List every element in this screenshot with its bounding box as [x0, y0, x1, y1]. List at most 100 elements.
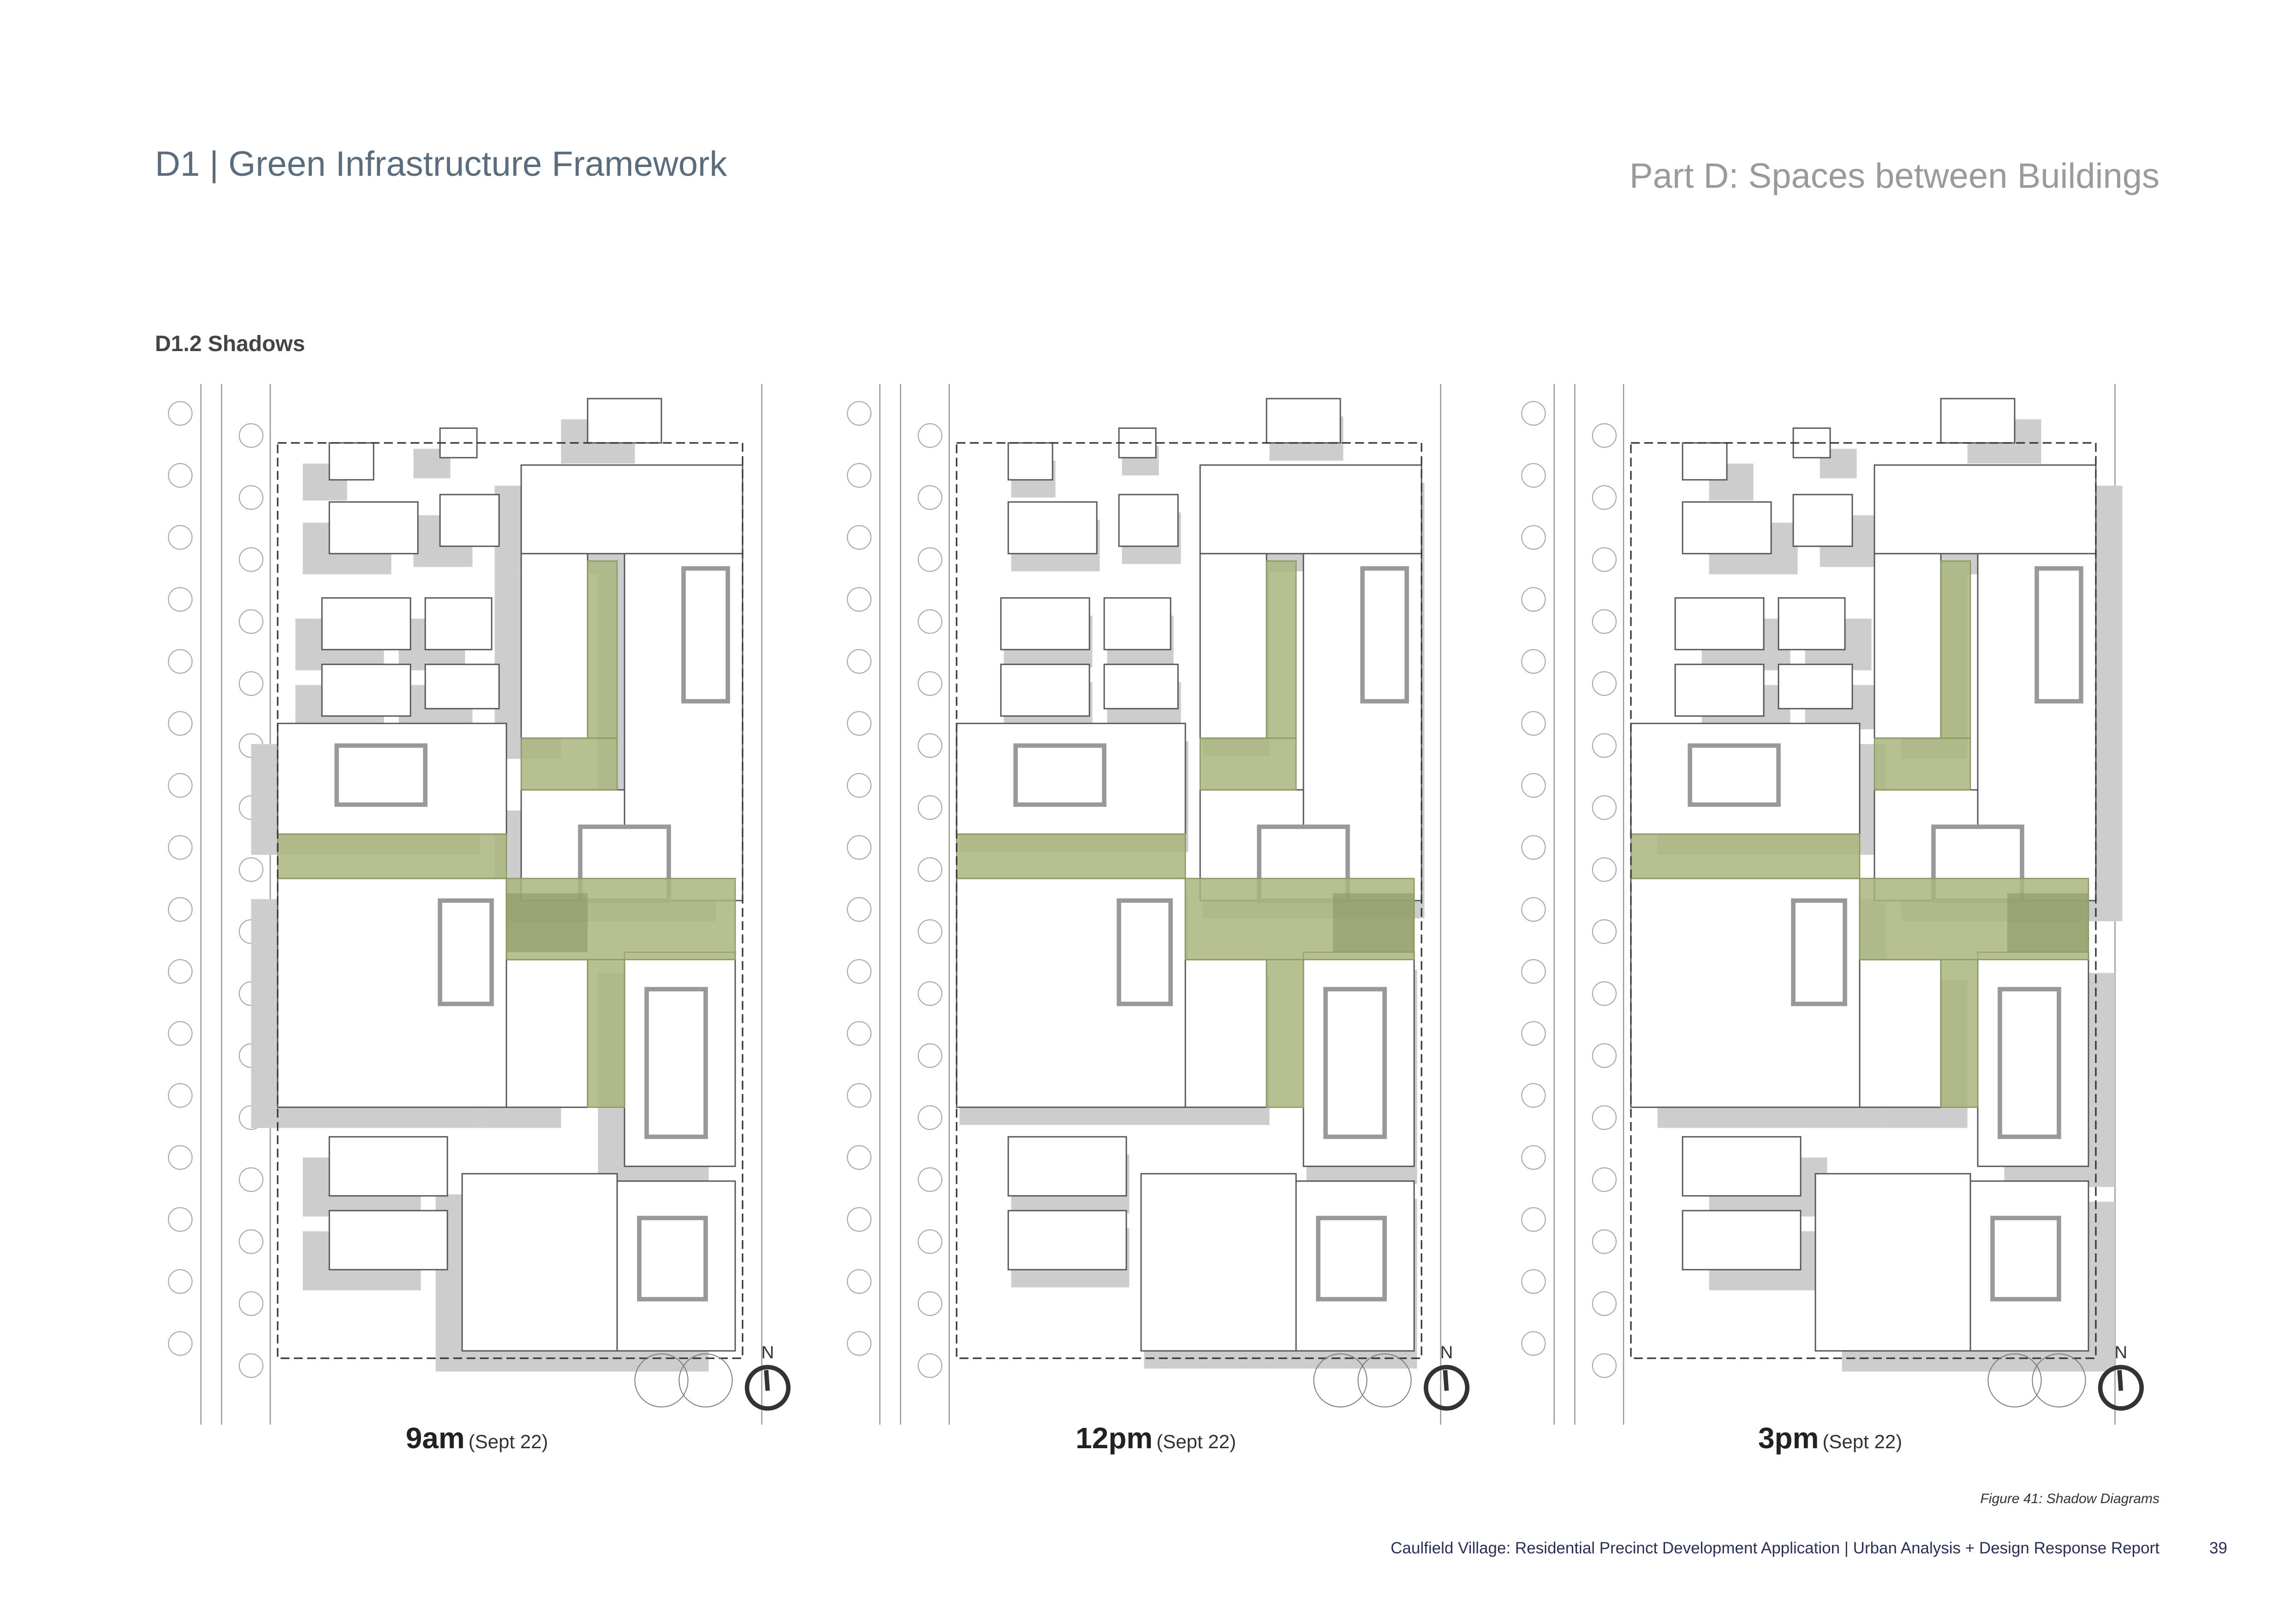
time-label: 9am — [405, 1421, 465, 1455]
building — [328, 1136, 448, 1197]
building-upper-level — [1688, 743, 1781, 807]
street-tree — [168, 649, 193, 674]
street-tree — [847, 959, 872, 984]
subsection-title: D1.2 Shadows — [155, 332, 305, 356]
shadow-plan-9am: N — [160, 384, 794, 1425]
building — [1007, 442, 1053, 481]
building-upper-level — [681, 566, 730, 704]
street-tree — [1592, 919, 1617, 944]
north-label: N — [2115, 1343, 2128, 1362]
section-title: D1 | Green Infrastructure Framework — [155, 144, 727, 184]
north-arrow-needle — [1443, 1370, 1449, 1391]
building — [1007, 1136, 1127, 1197]
street-tree — [917, 609, 943, 634]
green-open-space — [277, 833, 507, 879]
date-label: (Sept 22) — [468, 1431, 548, 1452]
street-tree — [847, 649, 872, 674]
date-label: (Sept 22) — [1156, 1431, 1236, 1452]
site-plan: N — [847, 384, 1469, 1425]
north-arrow-needle — [764, 1370, 770, 1391]
building — [520, 464, 744, 555]
street-tree — [1521, 401, 1546, 426]
street-tree — [1592, 1167, 1617, 1192]
street-tree — [1592, 485, 1617, 510]
street-tree — [168, 587, 193, 612]
street-tree — [917, 671, 943, 696]
building — [1000, 597, 1090, 651]
street-tree — [1521, 835, 1546, 860]
street-tree — [238, 609, 264, 634]
building — [1184, 959, 1267, 1108]
street-tree — [678, 1353, 733, 1408]
street-tree — [168, 711, 193, 736]
street-tree — [238, 1353, 264, 1378]
street-tree — [168, 1021, 193, 1046]
green-open-space — [587, 959, 625, 1108]
street-tree — [238, 547, 264, 572]
street-tree — [1521, 1083, 1546, 1108]
street-tree — [168, 463, 193, 488]
building-upper-level — [1791, 898, 1847, 1006]
shadow-plan-12pm: N — [839, 384, 1473, 1425]
street-tree — [168, 1145, 193, 1170]
street-tree — [847, 711, 872, 736]
building-upper-level — [1117, 898, 1173, 1006]
green-open-space — [1266, 560, 1297, 739]
street-tree — [238, 1291, 264, 1316]
site-boundary — [956, 442, 1422, 1359]
green-open-space — [956, 833, 1186, 879]
street-tree — [847, 1083, 872, 1108]
street-tree — [847, 1269, 872, 1294]
green-open-space — [520, 737, 618, 791]
shadow-on-green-space — [506, 893, 588, 952]
street-tree — [917, 857, 943, 882]
north-arrow-needle — [2117, 1370, 2124, 1391]
street-tree — [917, 1229, 943, 1254]
street-tree — [1592, 609, 1617, 634]
street-tree — [847, 587, 872, 612]
north-arrow-icon — [744, 1365, 791, 1411]
panel-label-3pm: 3pm(Sept 22) — [1513, 1421, 2147, 1455]
street-tree — [168, 525, 193, 550]
building — [1007, 1210, 1127, 1271]
street-tree — [917, 1043, 943, 1068]
building — [1792, 494, 1853, 547]
building — [1874, 464, 2097, 555]
building-upper-level — [1998, 987, 2061, 1139]
street-tree — [917, 485, 943, 510]
building — [1199, 553, 1267, 739]
green-open-space — [1266, 959, 1304, 1108]
building — [321, 663, 411, 717]
street-tree — [168, 773, 193, 798]
street-tree — [1592, 1229, 1617, 1254]
street-tree — [168, 959, 193, 984]
street-tree — [917, 733, 943, 758]
green-open-space — [1940, 560, 1971, 739]
building — [1674, 597, 1765, 651]
street-tree — [917, 1353, 943, 1378]
building — [1140, 1173, 1297, 1352]
street-tree — [1521, 1331, 1546, 1356]
building — [1199, 464, 1422, 555]
street-tree — [1592, 981, 1617, 1006]
north-arrow-icon — [1423, 1365, 1469, 1411]
time-label: 12pm — [1076, 1421, 1153, 1455]
green-open-space — [1874, 737, 1971, 791]
street-tree — [1592, 1043, 1617, 1068]
street-tree — [847, 1021, 872, 1046]
page-number: 39 — [2209, 1539, 2227, 1557]
building — [520, 553, 589, 739]
street-tree — [168, 897, 193, 922]
street-tree — [238, 485, 264, 510]
street-tree — [1521, 959, 1546, 984]
building — [461, 1173, 618, 1352]
street-tree — [238, 423, 264, 448]
building-upper-level — [1360, 566, 1409, 704]
street-tree — [847, 525, 872, 550]
street-tree — [1592, 423, 1617, 448]
building — [1682, 1210, 1802, 1271]
building — [439, 494, 500, 547]
street-tree — [917, 1167, 943, 1192]
building — [321, 597, 411, 651]
street-tree — [1521, 649, 1546, 674]
